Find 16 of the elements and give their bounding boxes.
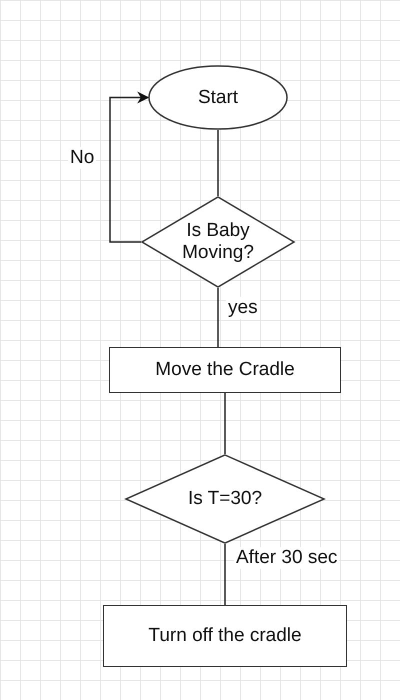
arrow bbox=[109, 92, 150, 243]
decision-diamond bbox=[125, 454, 325, 544]
start-ellipse bbox=[148, 65, 288, 130]
edge-label: After 30 sec bbox=[234, 547, 340, 569]
edge-label: yes bbox=[226, 297, 260, 319]
node-label: Is Baby Moving? bbox=[181, 220, 255, 264]
connector-line bbox=[217, 288, 219, 347]
process-box: Turn off the cradle bbox=[103, 605, 347, 667]
connector-line bbox=[224, 393, 226, 454]
node-label: Start bbox=[198, 86, 238, 108]
process-box: Move the Cradle bbox=[109, 347, 341, 393]
node-label: Is T=30? bbox=[188, 488, 262, 510]
edge-label: No bbox=[68, 147, 96, 169]
connector-line bbox=[217, 130, 219, 196]
connector-line bbox=[224, 544, 226, 605]
decision-diamond bbox=[141, 196, 295, 288]
